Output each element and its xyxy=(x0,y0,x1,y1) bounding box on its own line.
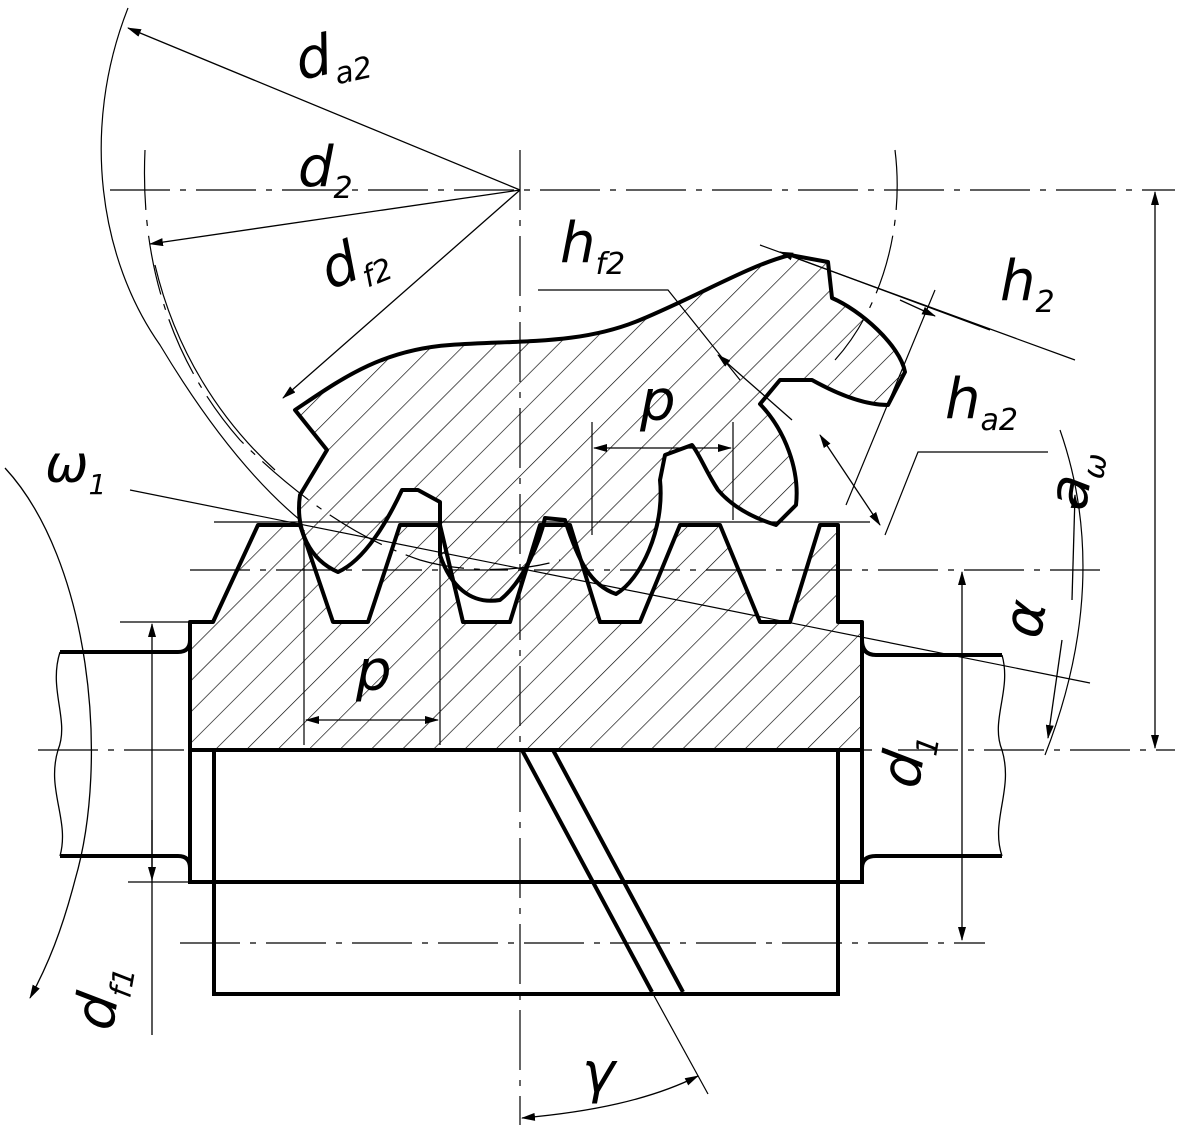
right-shaft xyxy=(860,639,1002,869)
label-df2: df2 xyxy=(311,218,398,308)
root-circle-arc xyxy=(154,264,276,471)
gamma-dimension xyxy=(521,1075,699,1121)
wheel-teeth-section xyxy=(293,253,907,603)
dimension-arrows xyxy=(148,191,1159,1121)
hf2-dimension xyxy=(717,354,793,421)
gamma-extension xyxy=(651,991,709,1095)
worm-wheel-section xyxy=(293,253,907,603)
worm-body xyxy=(188,750,864,884)
label-df1: df1 xyxy=(62,959,143,1036)
aw-arc xyxy=(1044,429,1084,756)
label-hf2: hf2 xyxy=(560,211,625,282)
label-p-bottom: p xyxy=(355,639,392,704)
label-alpha: α xyxy=(990,595,1060,643)
ha2-dimension xyxy=(819,434,881,526)
worm-lower-hub xyxy=(212,748,840,996)
label-omega1: ω1 xyxy=(45,435,106,501)
label-d2: d2 xyxy=(298,135,353,206)
da2-dimension-line xyxy=(127,27,521,191)
label-p-top: p xyxy=(639,369,676,434)
worm-section xyxy=(53,523,1007,1095)
label-h2: h2 xyxy=(1000,249,1055,320)
hf2-leader xyxy=(538,289,741,381)
omega1-arc xyxy=(4,467,93,999)
label-gamma: γ xyxy=(582,1041,618,1106)
ha2-leader xyxy=(884,451,1048,536)
pitch-circle-arc xyxy=(143,149,898,571)
helix-line-1 xyxy=(520,749,654,993)
label-ha2: ha2 xyxy=(945,367,1018,438)
right-break-line xyxy=(997,654,1007,857)
d2-dimension-line xyxy=(149,189,521,247)
label-da2: da2 xyxy=(289,15,375,100)
alpha-arrow-top xyxy=(1070,494,1079,601)
helix-line-2 xyxy=(551,749,685,993)
alpha-arrow-bottom xyxy=(1045,639,1063,739)
tip-circle-arc xyxy=(100,7,301,521)
left-shaft xyxy=(60,639,192,869)
h2-dimension-arrow xyxy=(899,299,936,317)
label-aw: aω xyxy=(1035,445,1115,516)
label-d1: d1 xyxy=(868,727,947,793)
left-break-line xyxy=(53,651,64,857)
df2-dimension-line xyxy=(282,189,521,399)
h2-dimension xyxy=(779,251,991,331)
